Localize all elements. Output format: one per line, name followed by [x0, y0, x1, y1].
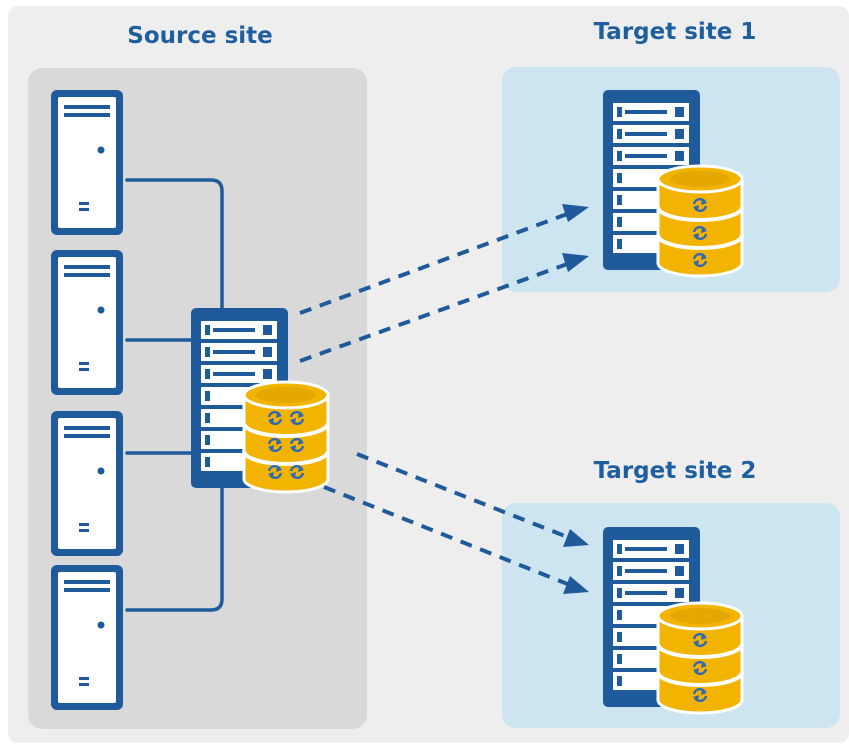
workstation-server-icon — [51, 250, 123, 395]
target-site-1-title: Target site 1 — [570, 19, 780, 45]
target-site-2-title: Target site 2 — [570, 458, 780, 484]
workstation-server-icon — [51, 90, 123, 235]
source-site-title: Source site — [100, 23, 300, 49]
workstation-server-icon — [51, 565, 123, 710]
arrow-to-target-2-a — [357, 454, 570, 538]
target-2-database-icon — [658, 603, 742, 713]
source-database-icon — [244, 382, 328, 492]
target-1-database-icon — [658, 166, 742, 276]
workstation-server-icon — [51, 411, 123, 556]
